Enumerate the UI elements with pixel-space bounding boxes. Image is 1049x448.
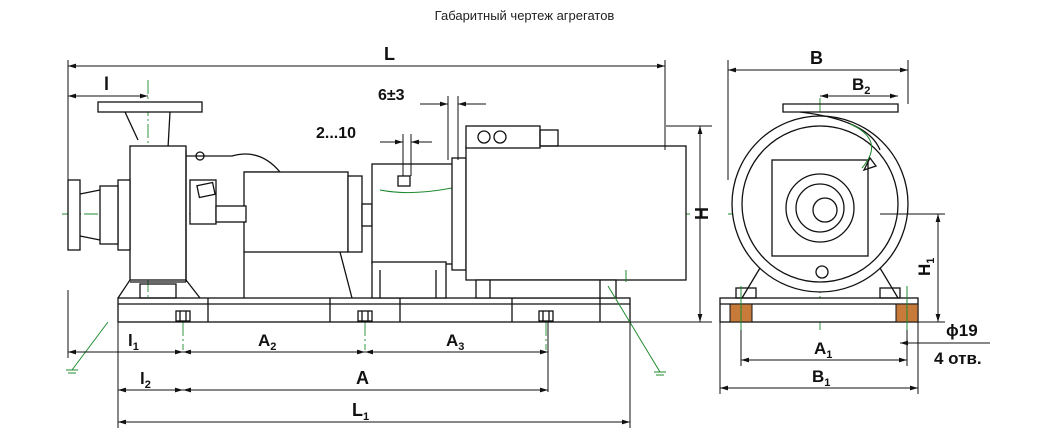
dim-L1: L1 [352,400,369,423]
electric-motor [451,125,687,299]
dim-A: A [356,368,369,388]
end-view: B B2 H1 A1 B1 ϕ19 4 отв. [719,48,990,394]
ground-symbols [66,285,666,376]
dim-A3: A3 [446,331,464,353]
side-view: L l 6±3 2...10 H l1 A2 A3 l2 [62,44,712,428]
dim-gap-2-10: 2...10 [316,125,356,142]
dim-A2: A2 [258,331,276,353]
drawing-title: Габаритный чертеж агрегатов [434,8,615,23]
dim-L: L [384,44,395,64]
hole-diameter: ϕ19 [946,321,978,340]
dim-B1: B1 [812,367,830,389]
dim-A1: A1 [814,339,832,361]
dim-l1: l1 [128,331,139,353]
pump-body [67,101,363,299]
hole-count: 4 отв. [934,349,982,368]
volute-casing [731,103,909,293]
dim-H: H [692,207,712,220]
dim-gap-6-3: 6±3 [378,87,405,104]
end-view-base [719,267,919,330]
dim-B2: B2 [852,75,870,97]
anchor-bolts [175,310,554,322]
dim-B: B [810,48,823,68]
coupling-guard [361,163,463,299]
dim-H1: H1 [915,258,937,276]
dim-l: l [104,74,109,94]
dim-l2: l2 [140,369,151,391]
